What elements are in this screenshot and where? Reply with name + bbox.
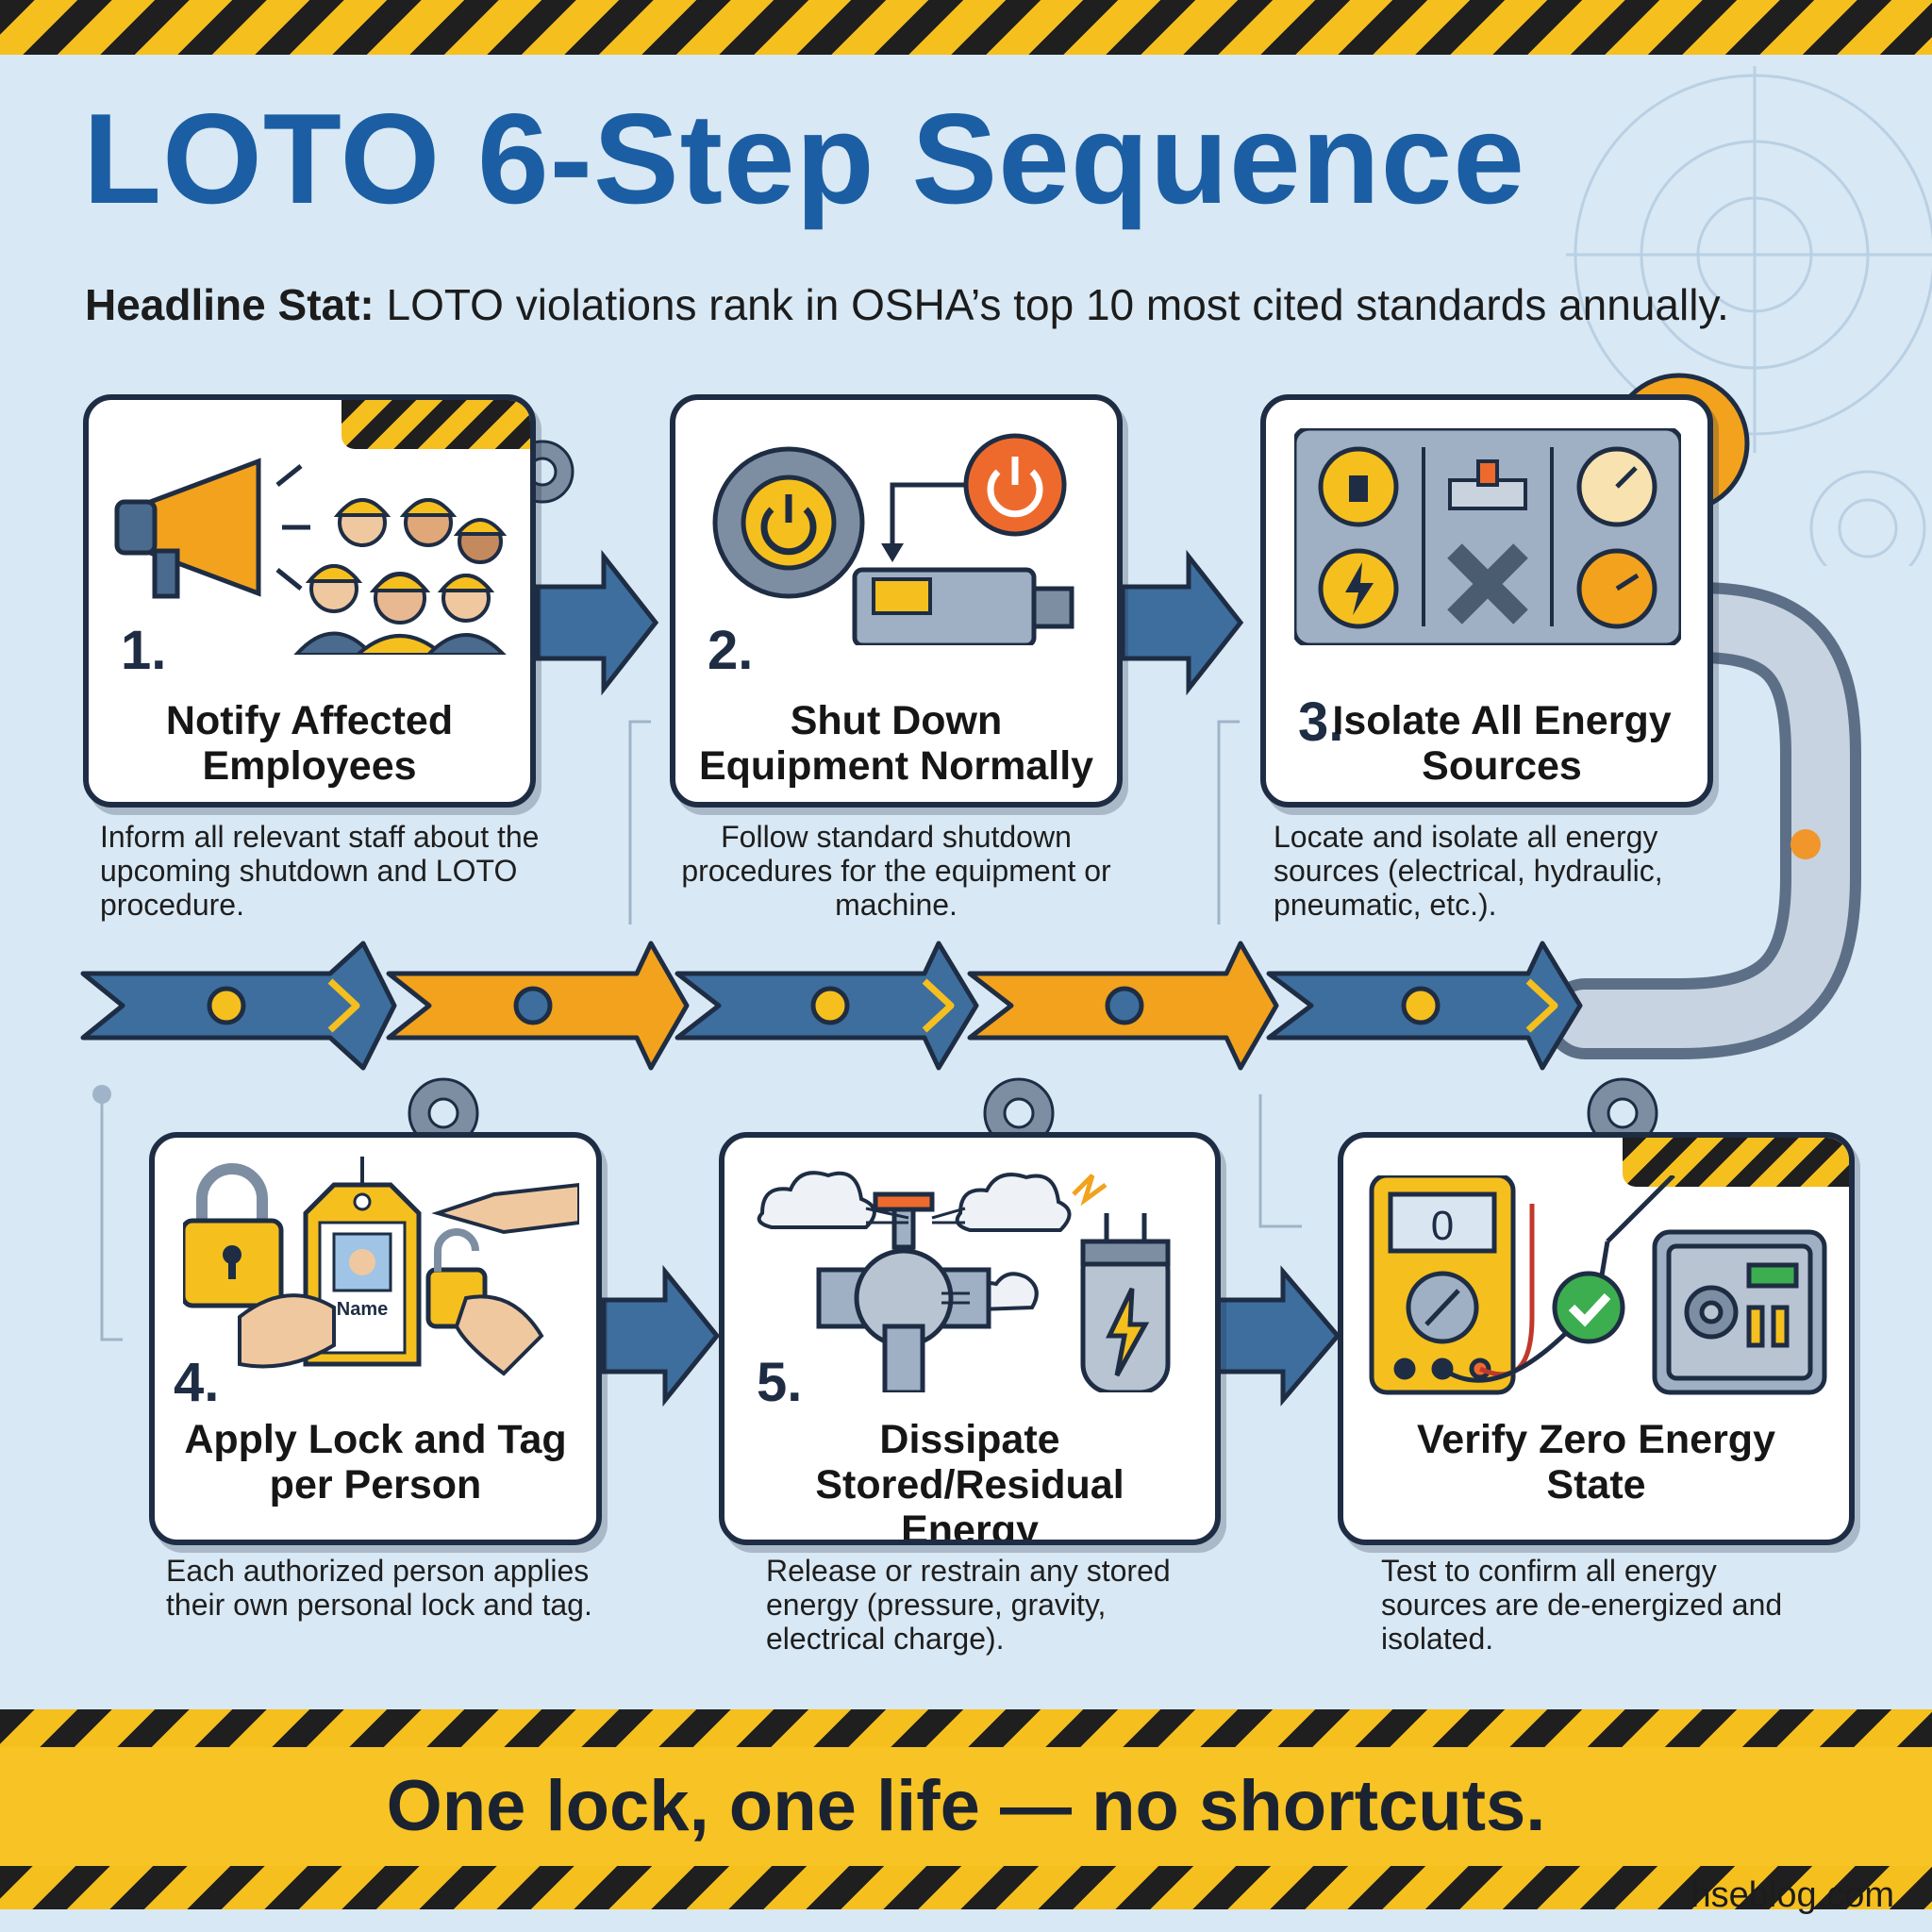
hazard-corner (1623, 1138, 1849, 1187)
website-link[interactable]: hseblog.com (1690, 1875, 1894, 1915)
checkmark-icon (1552, 1271, 1625, 1344)
step1-illustration (114, 458, 508, 655)
arrow-step2-to-3 (1120, 549, 1244, 696)
step-number-1: 1. (121, 620, 167, 681)
multimeter-icon: 0 (1369, 1175, 1516, 1395)
tag-name-label: Name (337, 1299, 388, 1320)
megaphone-icon (114, 458, 310, 599)
step-title-3: Isolate All Energy Sources (1332, 698, 1672, 790)
step-number-4: 4. (174, 1352, 220, 1413)
step-title-6: Verify Zero Energy State (1417, 1417, 1775, 1508)
arrow-step5-to-6 (1214, 1265, 1341, 1407)
step-number-3: 3. (1298, 691, 1344, 753)
step-number-5: 5. (757, 1352, 803, 1413)
page-title: LOTO 6-Step Sequence (83, 87, 1525, 230)
padlock-icon (183, 1163, 284, 1308)
step-card-4: Name 4. Apply Lock and Tag per Person (149, 1132, 602, 1545)
step-card-1: 1. Notify Affected Employees (83, 394, 536, 808)
step5-illustration (757, 1171, 1171, 1392)
valve-icon (816, 1191, 991, 1392)
step2-illustration (712, 433, 1074, 645)
step-card-2: 2. Shut Down Equipment Normally (670, 394, 1123, 808)
timeline-chevrons (80, 941, 1583, 1071)
energy-panel-icon (1294, 428, 1681, 645)
blueprint-decoration (1566, 66, 1932, 566)
step-title-5: Dissipate Stored/Residual Energy (815, 1417, 1124, 1545)
power-button-icon (963, 433, 1067, 537)
step-description-2: Follow standard shutdown procedures for … (681, 820, 1111, 922)
stat-label: Headline Stat: (85, 280, 375, 329)
pipe-dot (1790, 829, 1821, 859)
stat-text: LOTO violations rank in OSHA’s top 10 mo… (386, 280, 1729, 329)
arrow-step4-to-5 (601, 1264, 721, 1407)
step-title-1: Notify Affected Employees (165, 698, 454, 790)
slogan: One lock, one life — no shortcuts. (386, 1766, 1546, 1846)
hand-right (431, 1182, 579, 1235)
slogan-band (0, 1747, 1932, 1866)
step-title-4: Apply Lock and Tag per Person (184, 1417, 567, 1508)
step-description-5: Release or restrain any stored energy (p… (766, 1554, 1171, 1656)
hazard-corner (341, 400, 530, 449)
step-description-3: Locate and isolate all energy sources (e… (1274, 820, 1663, 922)
hand-left (238, 1293, 336, 1369)
meter-reading: 0 (1431, 1203, 1454, 1249)
gear-power-icon (712, 446, 865, 599)
safe-icon (1652, 1229, 1827, 1395)
step-description-1: Inform all relevant staff about the upco… (100, 820, 540, 922)
step-number-2: 2. (708, 620, 754, 681)
step-card-6: 0 Verify Zero Energy State (1338, 1132, 1855, 1545)
step6-illustration: 0 (1369, 1175, 1827, 1395)
step4-illustration: Name (183, 1157, 579, 1376)
headline-stat: Headline Stat: LOTO violations rank in O… (85, 279, 1896, 331)
top-hazard-stripe (0, 0, 1932, 55)
step-card-3: 3. Isolate All Energy Sources (1260, 394, 1713, 808)
step-title-2: Shut Down Equipment Normally (698, 698, 1094, 790)
step-description-4: Each authorized person applies their own… (166, 1554, 592, 1622)
step-description-6: Test to confirm all energy sources are d… (1381, 1554, 1783, 1656)
capacitor-icon (1072, 1174, 1171, 1392)
workers-icon (293, 498, 508, 655)
arrow-step1-to-2 (535, 549, 659, 696)
step-card-5: 5. Dissipate Stored/Residual Energy (719, 1132, 1221, 1545)
machine-icon (852, 567, 1074, 645)
